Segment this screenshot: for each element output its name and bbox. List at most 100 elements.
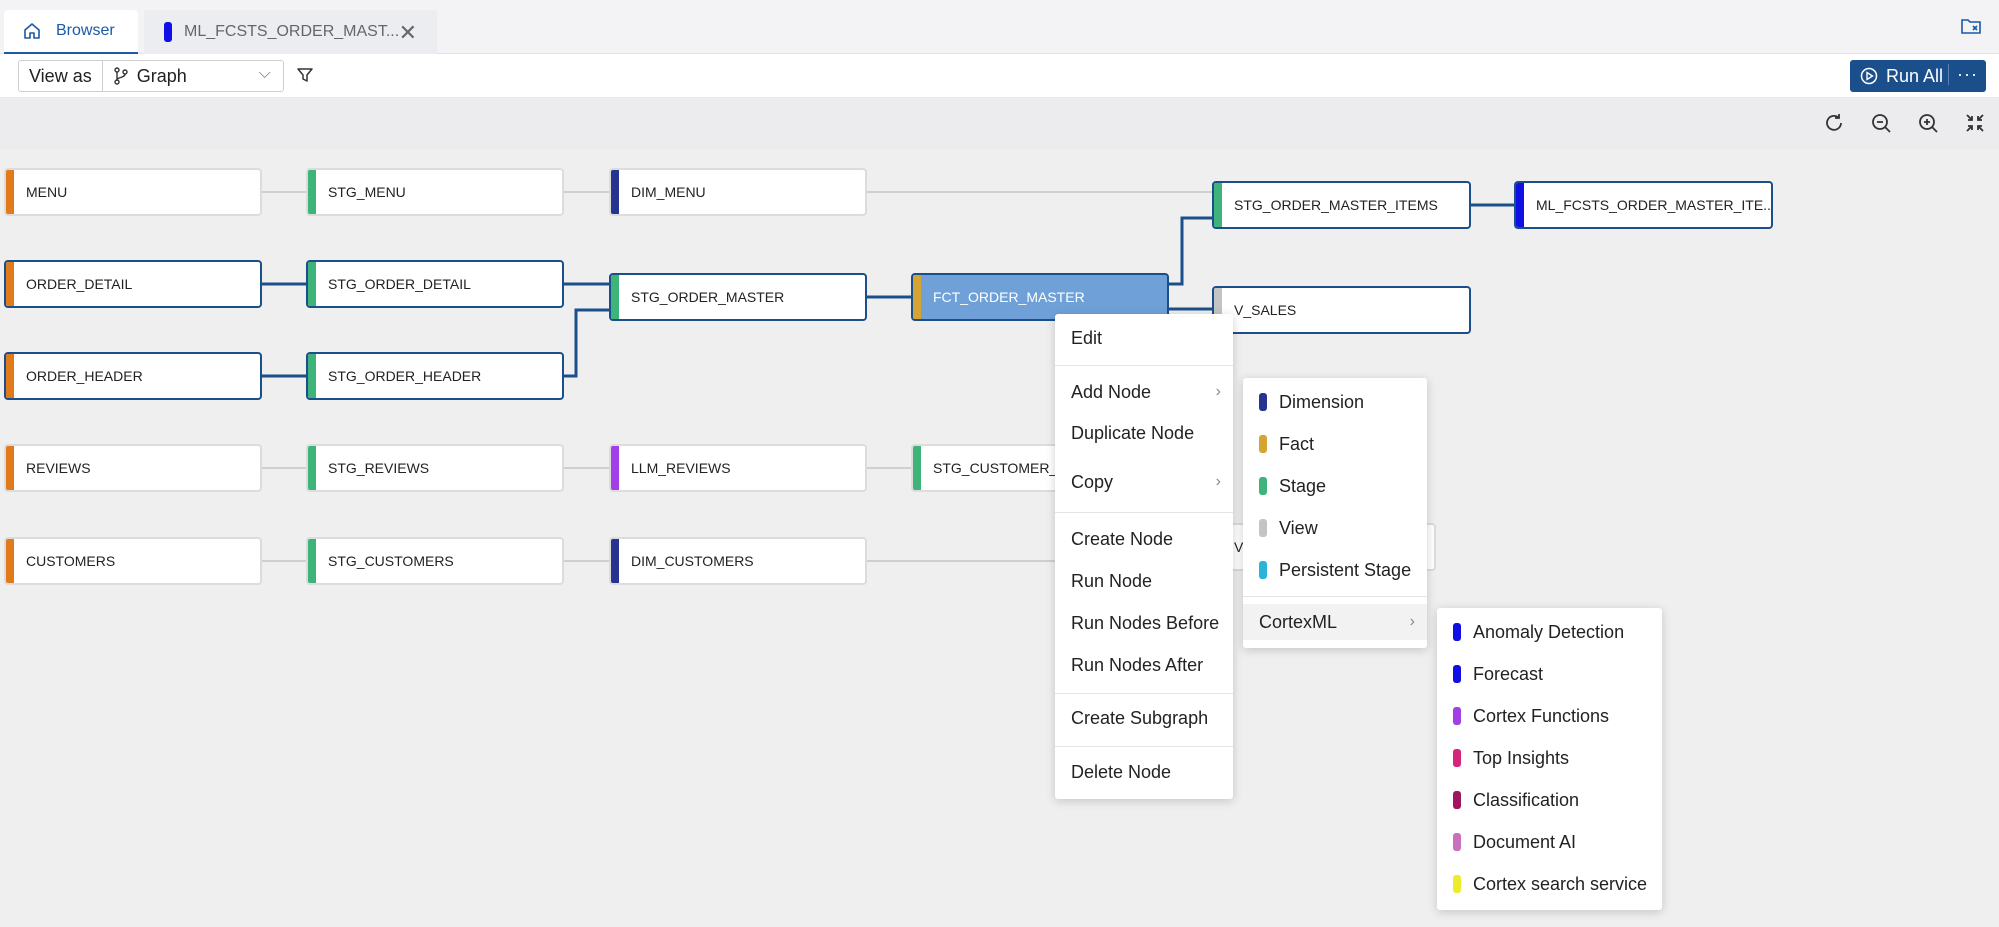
view-as-label: View as: [19, 61, 103, 91]
submenu-item-cortexml[interactable]: CortexML›: [1243, 604, 1427, 640]
menu-item-label: Delete Node: [1071, 762, 1172, 782]
tab-ml-label: ML_FCSTS_ORDER_MAST...: [184, 23, 400, 40]
menu-item-label: Edit: [1071, 328, 1103, 348]
submenu-item-anomaly-detection[interactable]: Anomaly Detection: [1437, 614, 1662, 650]
refresh-icon[interactable]: [1822, 111, 1846, 135]
menu-item-create-subgraph[interactable]: Create Subgraph: [1055, 700, 1233, 736]
submenu-item-cortex-functions[interactable]: Cortex Functions: [1437, 698, 1662, 734]
menu-item-run-nodes-before[interactable]: Run Nodes Before: [1055, 605, 1233, 641]
fit-screen-icon[interactable]: [1963, 111, 1987, 135]
node-order-detail[interactable]: ORDER_DETAIL: [4, 260, 262, 308]
run-all-button[interactable]: Run All ···: [1850, 60, 1986, 92]
context-menu: Edit Add Node› Duplicate Node Copy› Crea…: [1055, 314, 1233, 799]
submenu-item-forecast[interactable]: Forecast: [1437, 656, 1662, 692]
node-dim-customers[interactable]: DIM_CUSTOMERS: [609, 537, 867, 585]
chevron-right-icon: ›: [1215, 473, 1221, 490]
menu-item-edit[interactable]: Edit: [1055, 320, 1233, 356]
node-type-bar: [6, 539, 14, 583]
node-label: DIM_MENU: [631, 184, 706, 200]
menu-item-add-node[interactable]: Add Node›: [1055, 374, 1233, 410]
node-type-bar: [1516, 183, 1524, 227]
node-type-swatch: [1259, 561, 1267, 579]
menu-item-run-nodes-after[interactable]: Run Nodes After: [1055, 647, 1233, 683]
menu-item-label: Run Node: [1071, 571, 1153, 591]
node-label: STG_MENU: [328, 184, 406, 200]
submenu-item-persistent-stage[interactable]: Persistent Stage: [1243, 552, 1427, 588]
chevron-right-icon: ›: [1409, 613, 1415, 630]
submenu-item-label: Anomaly Detection: [1473, 622, 1625, 642]
menu-divider: [1055, 746, 1233, 747]
menu-item-label: Add Node: [1071, 382, 1152, 402]
node-type-swatch: [1259, 435, 1267, 453]
node-stg-customers[interactable]: STG_CUSTOMERS: [306, 537, 564, 585]
view-as-control: View as Graph ⌵: [18, 60, 284, 92]
submenu-item-stage[interactable]: Stage: [1243, 468, 1427, 504]
submenu-item-top-insights[interactable]: Top Insights: [1437, 740, 1662, 776]
tab-ml-fcsts[interactable]: ML_FCSTS_ORDER_MAST... ✕: [144, 10, 437, 54]
submenu-item-document-ai[interactable]: Document AI: [1437, 824, 1662, 860]
node-stg-order-master-items[interactable]: STG_ORDER_MASTER_ITEMS: [1212, 181, 1471, 229]
menu-item-run-node[interactable]: Run Node: [1055, 563, 1233, 599]
menu-item-delete-node[interactable]: Delete Node: [1055, 754, 1233, 790]
node-type-bar: [308, 170, 316, 214]
node-menu[interactable]: MENU: [4, 168, 262, 216]
zoom-out-icon[interactable]: [1869, 111, 1893, 135]
more-options-icon[interactable]: ···: [1948, 64, 1978, 85]
node-stg-customer-s[interactable]: STG_CUSTOMER_S: [911, 444, 1061, 492]
zoom-in-icon[interactable]: [1916, 111, 1940, 135]
node-type-swatch: [1453, 707, 1461, 725]
node-stg-order-header[interactable]: STG_ORDER_HEADER: [306, 352, 564, 400]
node-fct-order-master[interactable]: FCT_ORDER_MASTER: [911, 273, 1169, 321]
node-type-bar: [308, 354, 316, 398]
node-label: ORDER_HEADER: [26, 368, 143, 384]
node-type-swatch: [1453, 749, 1461, 767]
node-llm-reviews[interactable]: LLM_REVIEWS: [609, 444, 867, 492]
menu-item-label: Create Subgraph: [1071, 708, 1209, 728]
node-reviews[interactable]: REVIEWS: [4, 444, 262, 492]
menu-divider: [1055, 693, 1233, 694]
node-ml-fcsts-order-master-items[interactable]: ML_FCSTS_ORDER_MASTER_ITE...: [1514, 181, 1773, 229]
submenu-item-classification[interactable]: Classification: [1437, 782, 1662, 818]
node-type-swatch: [1453, 665, 1461, 683]
node-dim-menu[interactable]: DIM_MENU: [609, 168, 867, 216]
graph-edges: [260, 191, 1514, 562]
node-type-bar: [611, 275, 619, 319]
close-icon[interactable]: ✕: [398, 20, 417, 45]
submenu-item-label: Forecast: [1473, 664, 1544, 684]
submenu-item-label: Stage: [1279, 476, 1327, 496]
submenu-item-label: View: [1279, 518, 1318, 538]
node-stg-menu[interactable]: STG_MENU: [306, 168, 564, 216]
menu-item-label: Create Node: [1071, 529, 1174, 549]
graph-canvas[interactable]: MENU ORDER_DETAIL ORDER_HEADER REVIEWS C…: [0, 149, 1999, 927]
node-type-bar: [611, 170, 619, 214]
view-mode-select[interactable]: Graph ⌵: [103, 61, 283, 91]
menu-item-copy[interactable]: Copy›: [1055, 464, 1233, 500]
menu-item-create-node[interactable]: Create Node: [1055, 521, 1233, 557]
node-stg-reviews[interactable]: STG_REVIEWS: [306, 444, 564, 492]
node-customers[interactable]: CUSTOMERS: [4, 537, 262, 585]
submenu-item-cortex-search-service[interactable]: Cortex search service: [1437, 866, 1662, 902]
node-stg-order-master[interactable]: STG_ORDER_MASTER: [609, 273, 867, 321]
node-type-marker: [164, 22, 172, 42]
node-type-bar: [1214, 183, 1222, 227]
node-type-swatch: [1259, 393, 1267, 411]
node-order-header[interactable]: ORDER_HEADER: [4, 352, 262, 400]
node-label: ML_FCSTS_ORDER_MASTER_ITE...: [1536, 197, 1773, 213]
run-all-label: Run All: [1886, 65, 1944, 86]
menu-item-label: Run Nodes After: [1071, 655, 1204, 675]
node-v-sales[interactable]: V_SALES: [1212, 286, 1471, 334]
submenu-item-view[interactable]: View: [1243, 510, 1427, 546]
tab-browser[interactable]: Browser: [4, 10, 138, 54]
graph-toolbar: View as Graph ⌵ Run All ···: [0, 54, 1999, 98]
node-type-swatch: [1453, 833, 1461, 851]
node-type-bar: [6, 446, 14, 490]
node-type-bar: [6, 354, 14, 398]
filter-icon[interactable]: [296, 66, 314, 84]
node-stg-order-detail[interactable]: STG_ORDER_DETAIL: [306, 260, 564, 308]
node-label: STG_ORDER_MASTER_ITEMS: [1234, 197, 1438, 213]
folder-close-icon[interactable]: [1959, 14, 1983, 38]
submenu-item-fact[interactable]: Fact: [1243, 426, 1427, 462]
menu-item-duplicate-node[interactable]: Duplicate Node: [1055, 415, 1233, 451]
chevron-down-icon: ⌵: [258, 65, 271, 82]
submenu-item-dimension[interactable]: Dimension: [1243, 384, 1427, 420]
